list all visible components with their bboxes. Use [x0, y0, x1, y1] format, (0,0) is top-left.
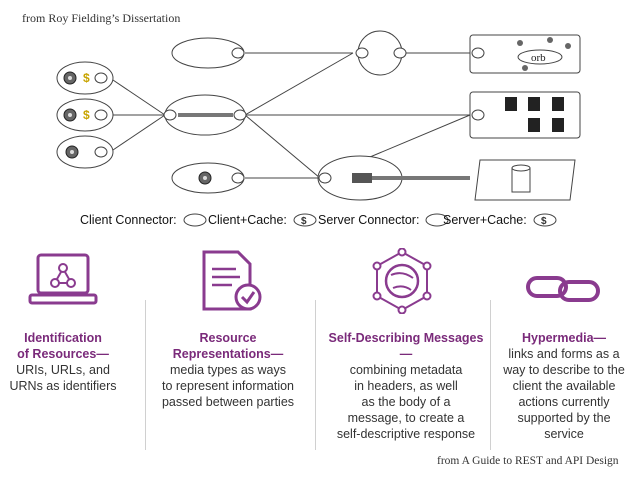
connector-lines — [109, 52, 471, 179]
legend-server-cache: Server+Cache: $ — [443, 213, 558, 227]
column-representations: Resource Representations— media types as… — [161, 331, 295, 409]
chain-link-icon — [526, 276, 600, 302]
client-2: $ — [56, 98, 114, 132]
server-database — [474, 159, 576, 201]
legend-client-connector: Client Connector: — [80, 213, 208, 227]
source-caption-top: from Roy Fielding’s Dissertation — [22, 11, 181, 25]
legend-client-cache: Client+Cache: $ — [208, 213, 318, 227]
hexagon-globe-icon — [372, 248, 432, 314]
svg-text:$: $ — [301, 216, 307, 227]
server-orb: orb — [469, 34, 581, 74]
column-identification: Identification of Resources— URIs, URLs,… — [9, 331, 117, 393]
client-cache-symbol: $ — [293, 213, 317, 227]
server-cache-symbol: $ — [533, 213, 557, 227]
document-check-icon — [202, 250, 262, 311]
server-documents — [469, 91, 581, 139]
column-divider — [490, 300, 491, 450]
rest-architecture-diagram: $ $ — [56, 30, 581, 201]
column-self-describing: Self-Describing Messages— combining meta… — [328, 331, 484, 441]
client-1: $ — [56, 61, 114, 95]
gateway-top — [355, 30, 407, 76]
svg-text:$: $ — [541, 216, 547, 227]
svg-text:$: $ — [83, 71, 90, 85]
node-top — [171, 37, 245, 69]
laptop-network-icon — [28, 253, 98, 305]
client-3 — [56, 135, 114, 169]
server-connector-symbol — [425, 213, 449, 227]
svg-text:$: $ — [83, 108, 90, 122]
svg-text:orb: orb — [531, 52, 546, 64]
client-connector-symbol — [183, 213, 207, 227]
node-bottom — [171, 162, 245, 194]
legend: Client Connector: Client+Cache: $ Server… — [0, 213, 638, 235]
gateway-bottom — [317, 155, 470, 201]
source-caption-bottom: from A Guide to REST and API Design — [437, 455, 619, 467]
proxy-left — [163, 94, 247, 136]
column-hypermedia: Hypermedia— links and forms as a way to … — [503, 331, 625, 441]
column-divider — [315, 300, 316, 450]
legend-server-connector: Server Connector: — [318, 213, 450, 227]
column-divider — [145, 300, 146, 450]
